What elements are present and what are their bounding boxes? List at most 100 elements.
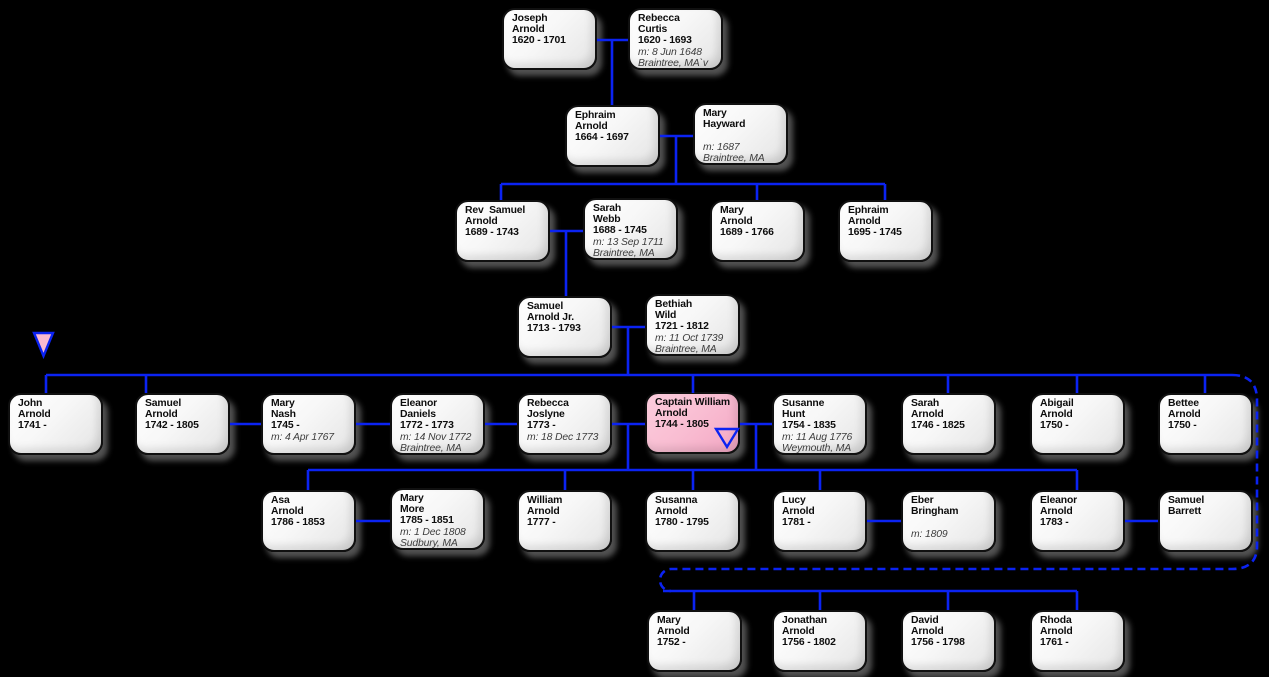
person-text-line: Susanne (782, 398, 825, 409)
person-text-line: Arnold (271, 506, 304, 518)
person-text-line: Arnold (655, 408, 688, 420)
person-text-line: Barrett (1168, 506, 1202, 518)
person-text-line: Daniels (400, 409, 436, 421)
person-text-line: m: 18 Dec 1773 (527, 431, 599, 443)
person-text-line: 1773 - (527, 420, 556, 432)
person-text-line: Mary (657, 615, 681, 626)
person-text-line: 1772 - 1773 (400, 420, 454, 432)
person-text-line: Rebecca (527, 398, 569, 409)
person-text-line: 1688 - 1745 (593, 225, 647, 237)
person-text-line: 1761 - (1040, 637, 1069, 649)
person-text-line: Eleanor (400, 398, 438, 409)
person-text-line: Weymouth, MA (782, 442, 852, 454)
person-text-line: 1746 - 1825 (911, 420, 965, 432)
person-text-line: 1780 - 1795 (655, 517, 709, 529)
person-text-line: 1721 - 1812 (655, 321, 709, 333)
person-text-line: Braintree, MA (593, 247, 655, 259)
person-text-line (911, 517, 992, 528)
person-text-line: David (911, 615, 939, 626)
person-text-line: Captain William (655, 397, 731, 408)
person-text-line: Eleanor (1040, 495, 1078, 506)
person-text-line: Mary (703, 108, 727, 119)
person-text-line: Arnold (911, 409, 944, 421)
person-text-line: 1689 - 1743 (465, 227, 519, 239)
person-text-line: Arnold (1040, 506, 1073, 518)
person-text-line: Arnold (782, 506, 815, 518)
person-text-line: 1744 - 1805 (655, 419, 709, 431)
person-text-line: Mary (271, 398, 295, 409)
person-text-line: Arnold (1040, 626, 1073, 638)
person-text-line: Sarah (593, 203, 622, 214)
person-text-line: More (400, 504, 425, 516)
person-text-line: m: 11 Aug 1776 (782, 431, 853, 443)
person-text-line: m: 11 Oct 1739 (655, 332, 724, 344)
person-text-line: Rhoda (1040, 615, 1072, 626)
person-text-line: Hunt (782, 409, 806, 421)
person-text-line: Arnold (527, 506, 560, 518)
person-text-line: Eber (911, 495, 934, 506)
person-text-line: Wild (655, 310, 677, 322)
person-text-line: 1620 - 1693 (638, 35, 692, 47)
person-text-line: Rebecca (638, 13, 680, 24)
person-text-line: 1786 - 1853 (271, 517, 325, 529)
person-text-line: 1741 - (18, 420, 47, 432)
person-text-line: Arnold (848, 216, 881, 228)
person-text-line: Bringham (911, 506, 959, 518)
person-text-line: 1664 - 1697 (575, 132, 629, 144)
person-text-line: Arnold (1040, 409, 1073, 421)
person-text-line: Arnold (18, 409, 51, 421)
collapsed-branch-triangle-icon[interactable] (32, 331, 55, 360)
person-text-line: 1783 - (1040, 517, 1069, 529)
person-text-line: Joslyne (527, 409, 565, 421)
person-text-line: Sudbury, MA (400, 537, 458, 549)
person-text-line: Ephraim (848, 205, 889, 216)
person-text-line: Arnold (657, 626, 690, 638)
person-text-line: Samuel (1168, 495, 1205, 506)
person-text-line: 1781 - (782, 517, 811, 529)
person-text-line: Braintree, MA (655, 343, 717, 355)
person-text-line: Bettee (1168, 398, 1199, 409)
person-text-line (703, 130, 784, 141)
person-text-line: 1785 - 1851 (400, 515, 454, 527)
person-text-line: Arnold (1168, 409, 1201, 421)
person-text-line: 1620 - 1701 (512, 35, 566, 47)
person-text-line: Webb (593, 214, 621, 226)
person-text-line: William (527, 495, 563, 506)
person-text-line: Arnold (720, 216, 753, 228)
person-text-line: 1742 - 1805 (145, 420, 199, 432)
